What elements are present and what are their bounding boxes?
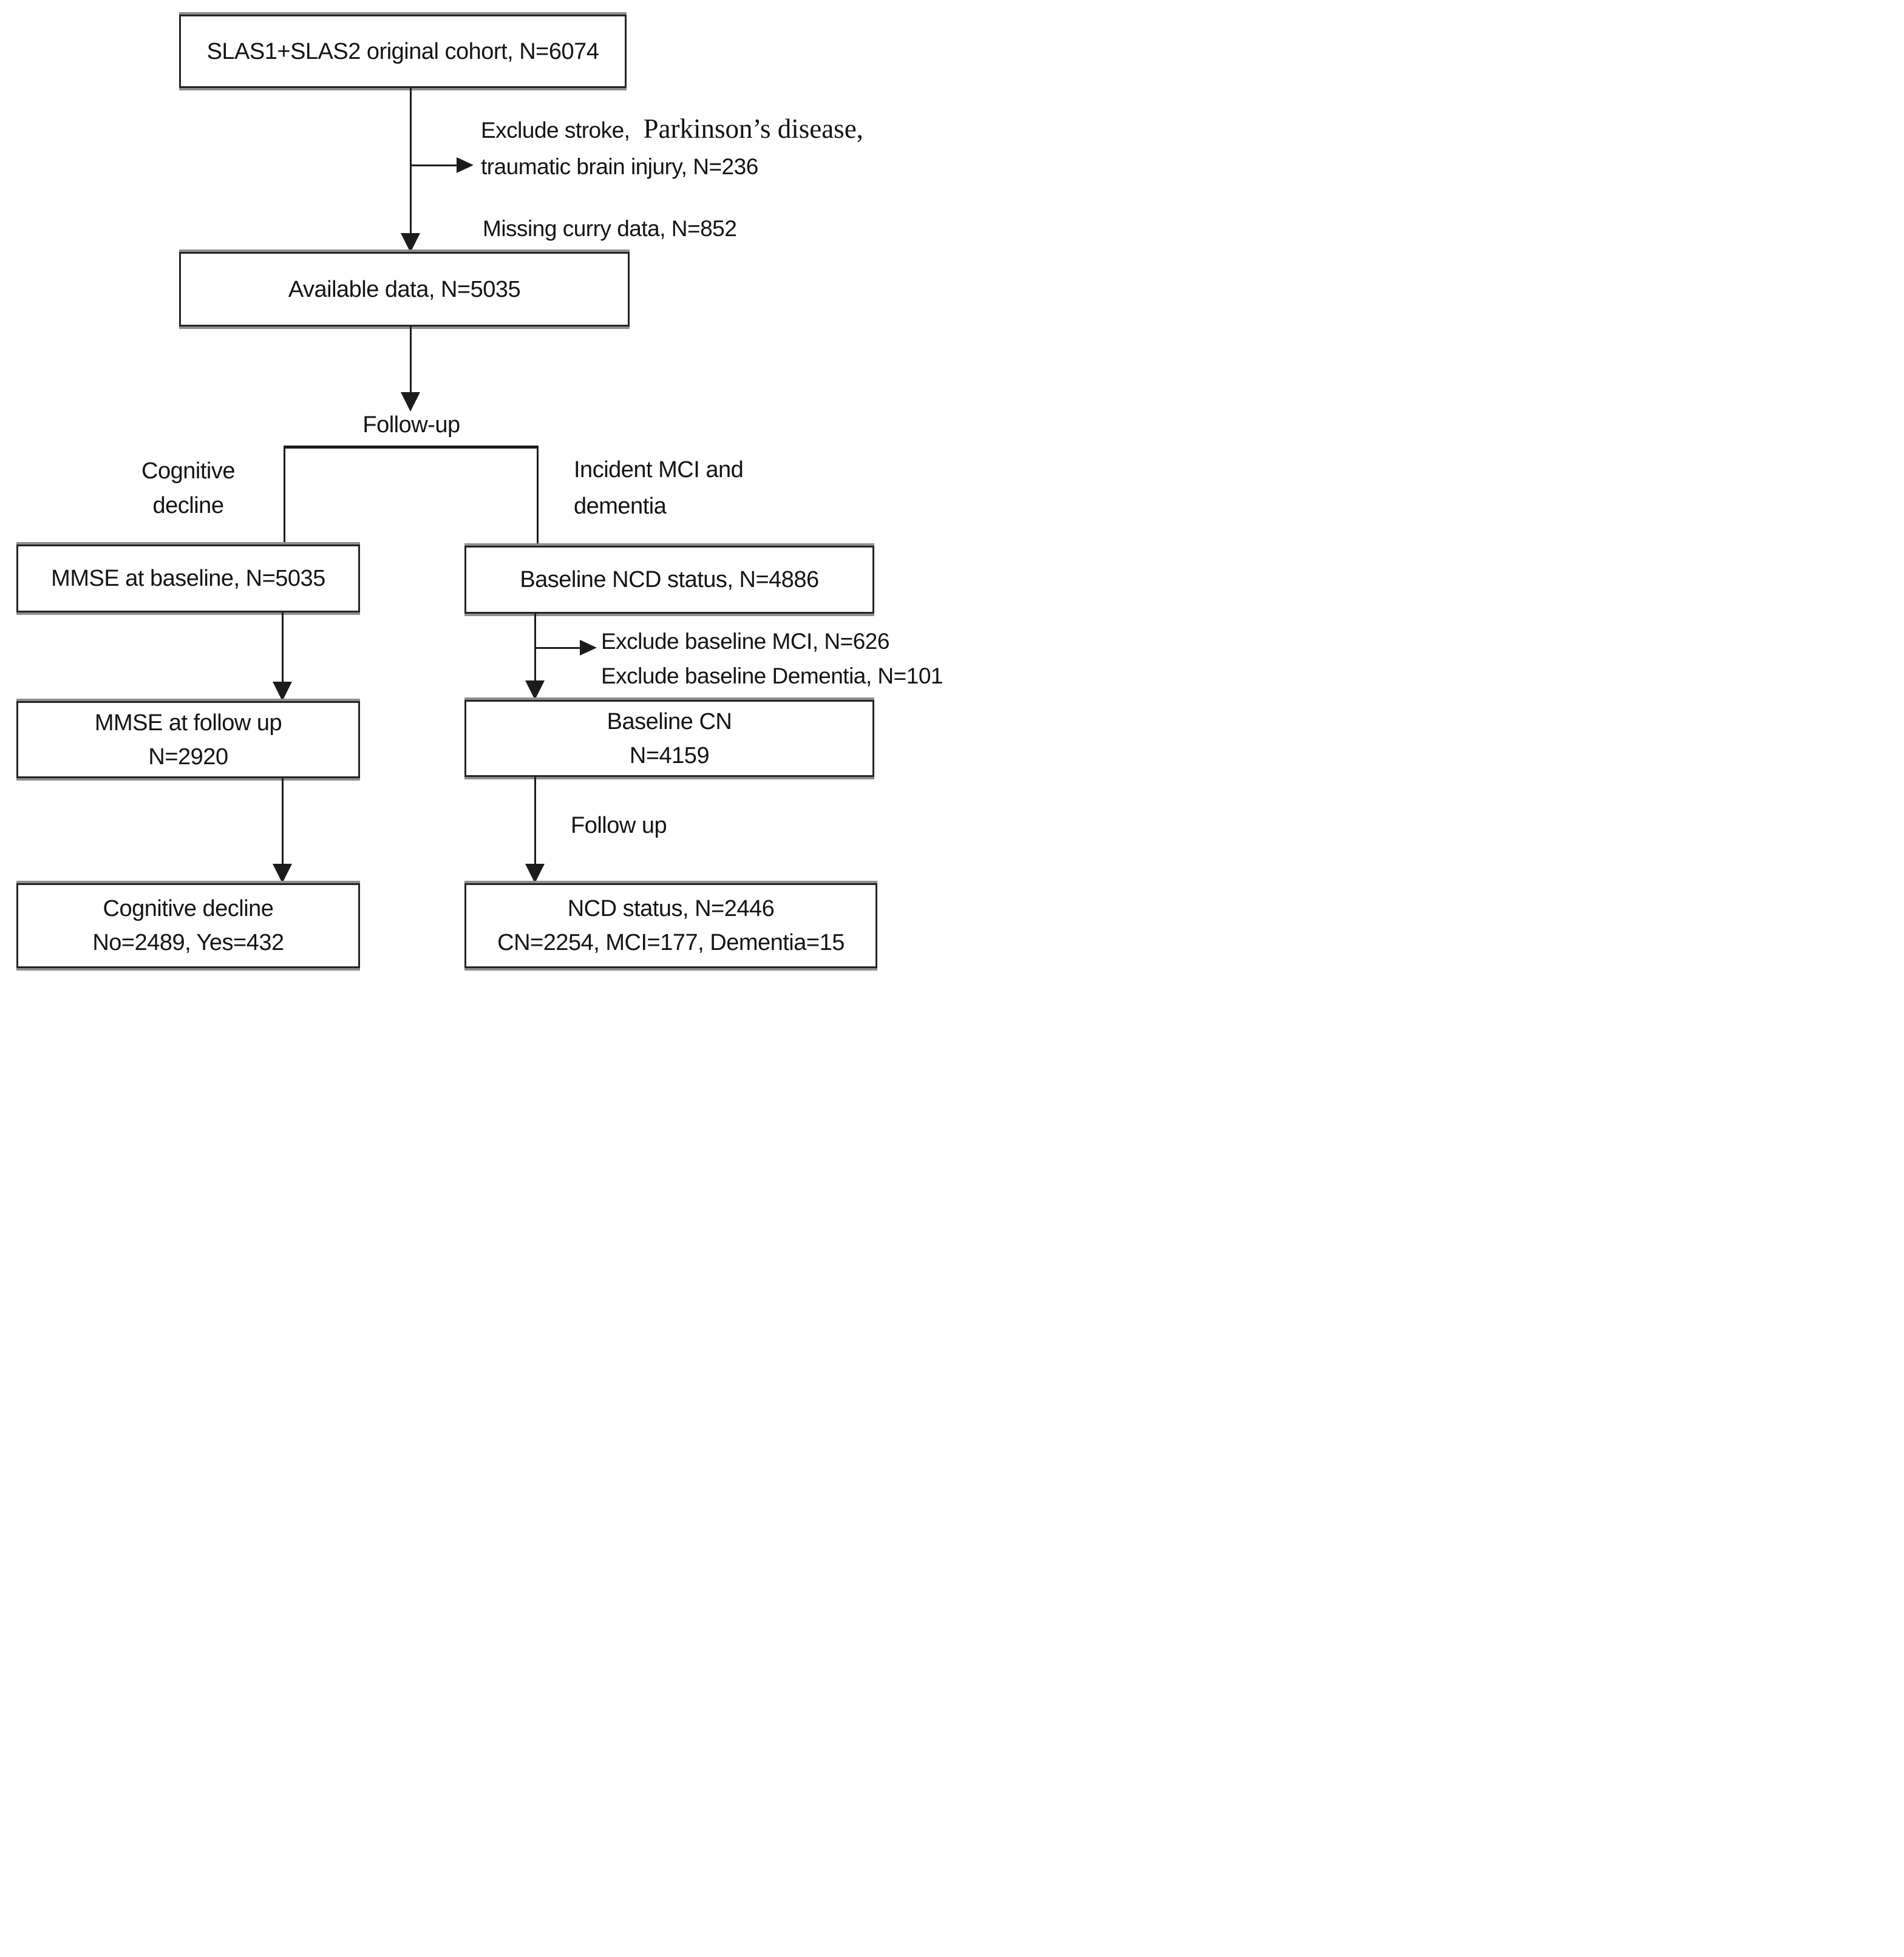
node-original-cohort-label: SLAS1+SLAS2 original cohort, N=6074	[206, 38, 599, 64]
label-branch-right-line2: dementia	[574, 493, 667, 519]
note-baseline-exclusion: Exclude baseline MCI, N=626 Exclude base…	[601, 624, 943, 693]
arrowhead-top-exclusion	[457, 157, 474, 173]
note-top-exclusion-line2: traumatic brain injury, N=236	[481, 154, 758, 179]
node-baseline-cn-line2: N=4159	[629, 742, 710, 768]
arrowhead-into-baseline-cn	[525, 680, 545, 700]
node-ncd-outcome-line2: CN=2254, MCI=177, Dementia=15	[497, 930, 845, 955]
label-branch-right-line1: Incident MCI and	[574, 457, 744, 483]
arrowhead-into-followup	[401, 392, 420, 412]
arrowhead-into-ncd-outcome	[525, 864, 545, 883]
arrowhead-into-available	[401, 233, 420, 253]
label-branch-incident-mci: Incident MCI and dementia	[574, 452, 744, 524]
node-mmse-baseline-label: MMSE at baseline, N=5035	[51, 566, 325, 591]
label-branch-left-line1: Cognitive	[141, 458, 235, 484]
node-baseline-ncd-status-label: Baseline NCD status, N=4886	[520, 567, 819, 592]
node-mmse-followup-line2: N=2920	[148, 744, 228, 770]
arrowhead-into-mmse-followup	[273, 682, 292, 701]
node-baseline-cn: Baseline CN N=4159	[464, 700, 874, 777]
node-cognitive-decline-line1: Cognitive decline	[103, 896, 274, 921]
node-available-data: Available data, N=5035	[179, 252, 630, 327]
arrowhead-baseline-exclusion	[580, 640, 597, 656]
flowchart-canvas: SLAS1+SLAS2 original cohort, N=6074 Excl…	[0, 0, 952, 978]
node-cognitive-decline-outcome: Cognitive decline No=2489, Yes=432	[16, 883, 360, 968]
connector-top-exclusion	[410, 164, 458, 166]
label-followup-right-text: Follow up	[571, 813, 667, 838]
node-ncd-outcome: NCD status, N=2446 CN=2254, MCI=177, Dem…	[464, 883, 877, 968]
connector-available-to-followup	[410, 327, 412, 393]
connector-followup-to-outcome-left	[282, 778, 284, 865]
note-top-exclusion-line1: Exclude stroke, Parkinson’s disease,	[481, 110, 863, 149]
label-followup-top: Follow-up	[331, 410, 492, 439]
connector-cohort-to-available	[410, 88, 412, 234]
label-branch-left-line2: decline	[152, 493, 224, 518]
label-followup-top-text: Follow-up	[362, 412, 460, 438]
label-branch-cognitive-decline: Cognitive decline	[103, 454, 273, 523]
node-mmse-followup: MMSE at follow up N=2920	[16, 701, 360, 778]
node-mmse-baseline: MMSE at baseline, N=5035	[16, 544, 360, 612]
connector-baseline-exclusion	[535, 647, 580, 649]
bracket-right-vertical	[537, 446, 539, 546]
note-top-exclusion: Exclude stroke, Parkinson’s disease, trau…	[481, 110, 863, 185]
connector-mmse-baseline-to-followup	[282, 612, 284, 683]
bracket-left-vertical	[284, 446, 285, 544]
bracket-horizontal	[284, 446, 539, 449]
note-exclude-baseline-mci: Exclude baseline MCI, N=626	[601, 629, 889, 654]
arrowhead-into-cognitive-decline	[273, 864, 292, 883]
note-missing-data-text: Missing curry data, N=852	[483, 216, 737, 241]
node-cognitive-decline-line2: No=2489, Yes=432	[92, 930, 284, 955]
note-parkinsons-disease: Parkinson’s disease,	[643, 114, 863, 144]
node-baseline-ncd-status: Baseline NCD status, N=4886	[464, 546, 874, 614]
node-mmse-followup-line1: MMSE at follow up	[94, 710, 282, 736]
connector-cn-to-ncd-outcome	[534, 777, 536, 865]
node-original-cohort: SLAS1+SLAS2 original cohort, N=6074	[179, 15, 627, 88]
label-followup-right: Follow up	[571, 811, 667, 840]
node-ncd-outcome-line1: NCD status, N=2446	[567, 896, 775, 921]
note-missing-data: Missing curry data, N=852	[483, 211, 737, 247]
note-exclude-stroke: Exclude stroke,	[481, 118, 630, 143]
note-exclude-baseline-dementia: Exclude baseline Dementia, N=101	[601, 663, 943, 688]
node-baseline-cn-line1: Baseline CN	[607, 708, 732, 734]
node-available-data-label: Available data, N=5035	[288, 276, 521, 302]
